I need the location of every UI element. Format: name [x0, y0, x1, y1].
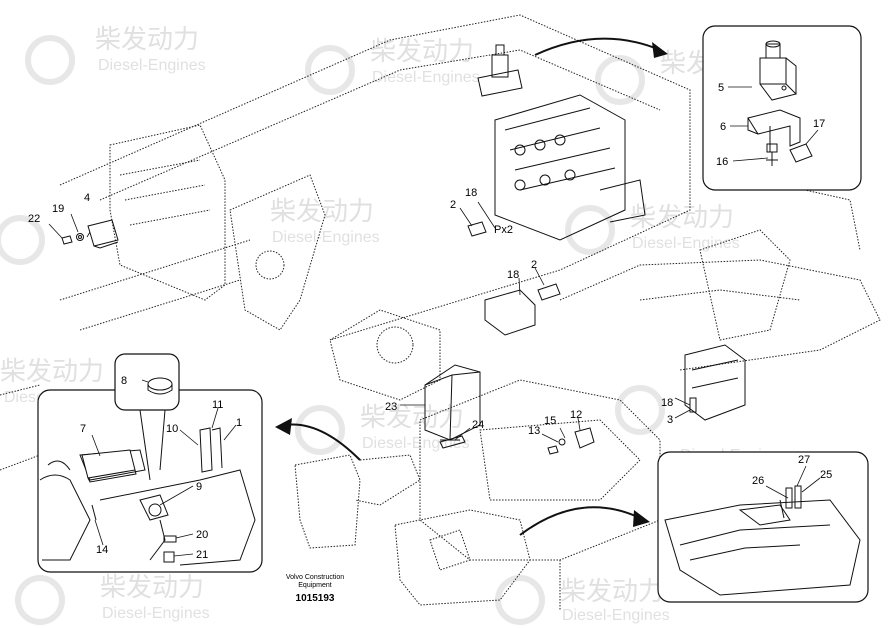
callout-2-mid: 2	[531, 259, 537, 271]
callout-25: 25	[820, 469, 832, 481]
callout-12: 12	[570, 409, 582, 421]
watermark-9: 柴发动力 Diesel-Engines	[15, 572, 210, 625]
watermark-layer: 柴发动力 Diesel-Engines 柴发动力 Diesel-Engines …	[0, 24, 788, 625]
svg-text:柴发动力: 柴发动力	[370, 36, 474, 66]
arrow-to-detail-top-right	[534, 37, 661, 56]
svg-text:柴发动力: 柴发动力	[95, 24, 199, 54]
svg-text:柴发动力: 柴发动力	[100, 572, 204, 602]
detail-inset-top-right	[702, 25, 862, 191]
ecu-control-unit	[424, 364, 481, 441]
callout-4: 4	[84, 192, 90, 204]
callout-3: 3	[667, 414, 673, 426]
callout-13: 13	[528, 425, 540, 437]
callout-15: 15	[544, 415, 556, 427]
callout-8: 8	[121, 375, 127, 387]
control-valve-block	[494, 94, 646, 241]
svg-text:Diesel-Engines: Diesel-Engines	[362, 435, 470, 452]
svg-text:柴发动力: 柴发动力	[360, 402, 464, 432]
watermark-7: 柴发动力 Diesel-Engines	[295, 402, 470, 455]
callout-17: 17	[813, 118, 825, 130]
detail-inset-left	[37, 389, 263, 573]
callout-18-top: 18	[465, 187, 477, 199]
callout-21: 21	[196, 549, 208, 561]
arrow-head-bottom-right	[633, 510, 650, 527]
watermark-1: 柴发动力 Diesel-Engines	[25, 24, 206, 85]
callout-19: 19	[52, 203, 64, 215]
callout-11: 11	[212, 399, 223, 411]
svg-text:柴发动力: 柴发动力	[560, 576, 664, 606]
svg-text:柴发动力: 柴发动力	[270, 196, 374, 226]
label-px2: Px2	[494, 224, 513, 236]
callout-10: 10	[166, 423, 178, 435]
svg-text:Diesel-Engines: Diesel-Engines	[632, 235, 740, 252]
connector-parts-12-13-15	[547, 427, 595, 455]
pilot-valve-block	[477, 44, 523, 97]
callout-24: 24	[472, 419, 484, 431]
callout-1: 1	[236, 417, 242, 429]
callout-9: 9	[196, 481, 202, 493]
callout-18-right: 18	[661, 397, 673, 409]
callout-labels: 5 6 17 16 4 19 22 18 2 Px2 2 18 18 3 23 …	[28, 82, 832, 561]
watermark-4: 柴发动力 Diesel-Engines	[0, 196, 380, 265]
relay-and-fasteners-left	[61, 219, 119, 249]
detail-inset-bottom-right	[657, 451, 869, 603]
manufacturer-line-2: Equipment	[298, 582, 332, 589]
arrow-to-detail-bottom-left	[284, 423, 361, 461]
watermark-5: 柴发动力 Diesel-Engines	[565, 202, 740, 255]
callout-27: 27	[798, 454, 810, 466]
arrow-head-bottom-left	[275, 418, 292, 435]
diagram-caption: Volvo Construction Equipment 1015193	[270, 574, 360, 604]
callout-23: 23	[385, 401, 397, 413]
callout-arrows	[275, 37, 668, 536]
svg-text:Diesel-Engines: Diesel-Engines	[372, 69, 480, 86]
callout-20: 20	[196, 529, 208, 541]
right-valve-block	[684, 344, 746, 421]
bolt-24	[439, 435, 466, 449]
svg-text:柴发动力: 柴发动力	[0, 356, 104, 386]
leader-lines	[48, 86, 821, 557]
machine-frame-drawing	[0, 14, 881, 610]
callout-6: 6	[720, 121, 726, 133]
svg-text:Diesel-Engines: Diesel-Engines	[98, 57, 206, 74]
callout-26: 26	[752, 475, 764, 487]
svg-text:Diesel-Engines: Diesel-Engines	[102, 605, 210, 622]
arrow-to-detail-bottom-right	[519, 506, 641, 536]
monitor-display	[81, 449, 137, 483]
arrow-head-top-right	[652, 42, 668, 58]
callout-16: 16	[716, 156, 728, 168]
watermark-10: 柴发动力 Diesel-Engines	[495, 575, 670, 625]
part-number: 1015193	[295, 593, 335, 604]
svg-text:Diesel-Engines: Diesel-Engines	[562, 607, 670, 624]
watermark-2: 柴发动力 Diesel-Engines	[305, 36, 480, 95]
callout-22: 22	[28, 213, 40, 225]
svg-text:柴发动力: 柴发动力	[630, 202, 734, 232]
callout-14: 14	[96, 544, 108, 556]
callout-5: 5	[718, 82, 724, 94]
svg-text:Diesel-Engines: Diesel-Engines	[272, 229, 380, 246]
manufacturer-line-1: Volvo Construction	[285, 574, 345, 581]
callout-7: 7	[80, 423, 86, 435]
callout-2-top: 2	[450, 199, 456, 211]
callout-18-mid: 18	[507, 269, 519, 281]
